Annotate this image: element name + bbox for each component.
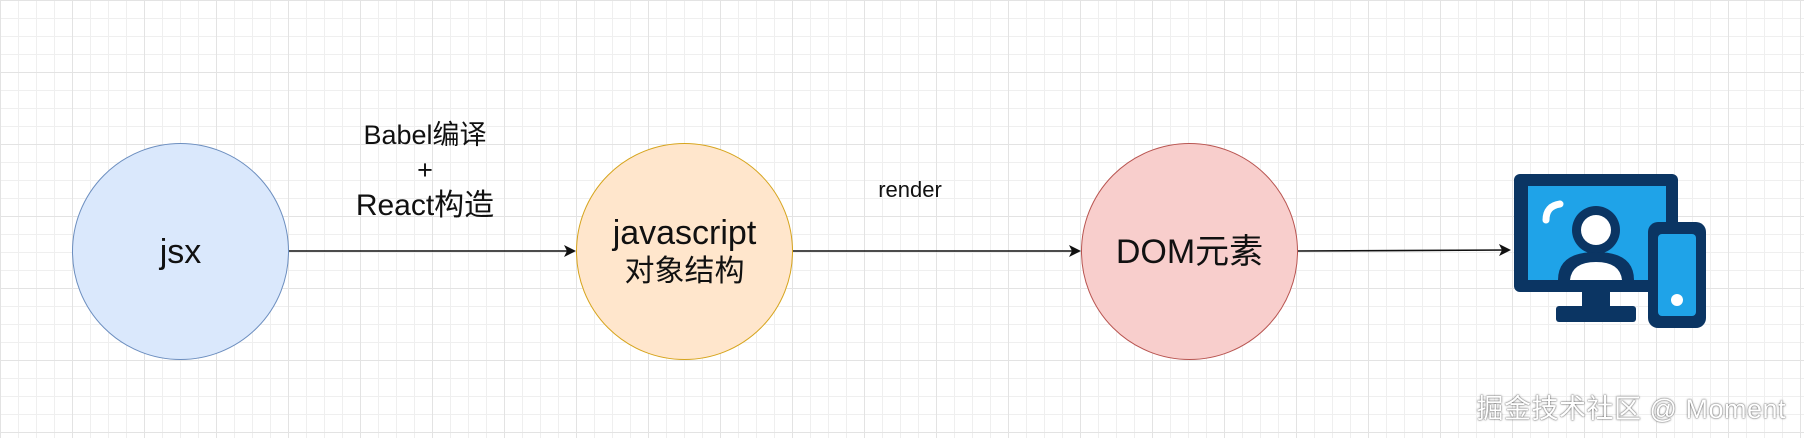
user-device-icon bbox=[1514, 174, 1706, 328]
node-javascript-object-line1: javascript bbox=[612, 213, 757, 252]
node-javascript-object-line2: 对象结构 bbox=[624, 254, 745, 288]
node-dom-element-label: DOM元素 bbox=[1115, 232, 1264, 271]
node-dom-element: DOM元素 bbox=[1081, 143, 1298, 360]
node-jsx: jsx bbox=[72, 143, 289, 360]
edge-label-babel: Babel编译 + React构造 bbox=[330, 118, 520, 223]
node-jsx-label: jsx bbox=[159, 232, 202, 271]
edge-label-render: render bbox=[878, 177, 942, 202]
edge-label-babel-line2: + bbox=[417, 155, 433, 185]
watermark: 掘金技术社区 @ Moment bbox=[1476, 394, 1786, 424]
edge-dom-to-device bbox=[1297, 244, 1511, 257]
node-javascript-object: javascript 对象结构 bbox=[576, 143, 793, 360]
edge-label-babel-line3: React构造 bbox=[355, 189, 495, 222]
edge-label-babel-line1: Babel编译 bbox=[363, 120, 487, 150]
